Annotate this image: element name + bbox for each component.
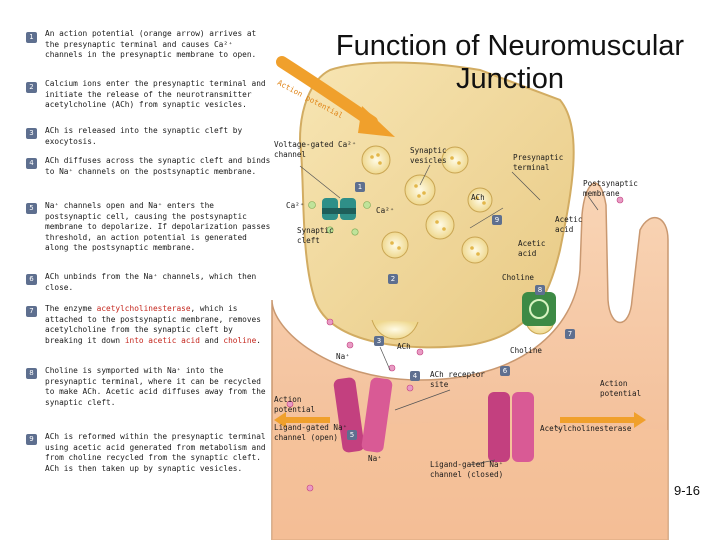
- diagram-badge-3: 3: [374, 336, 384, 346]
- step-number: 1: [26, 32, 37, 43]
- label-vg-ca-channel: Voltage-gated Ca²⁺ channel: [274, 140, 357, 159]
- diagram-badge-9: 9: [492, 215, 502, 225]
- diagram-badge-7: 7: [565, 329, 575, 339]
- step-number: 2: [26, 82, 37, 93]
- label-na-1: Na⁺: [336, 352, 350, 361]
- diagram-badge-1: 1: [355, 182, 365, 192]
- page-title: Function of Neuromuscular Junction: [335, 30, 685, 95]
- step-text: ACh diffuses across the synaptic cleft a…: [45, 156, 271, 176]
- label-action-potential-left: Action potential: [274, 395, 316, 414]
- step-number: 3: [26, 128, 37, 139]
- label-acetylcholinesterase: Acetylcholinesterase: [540, 424, 632, 433]
- step-number: 4: [26, 158, 37, 169]
- diagram-badge-8: 8: [535, 285, 545, 295]
- step-number: 8: [26, 368, 37, 379]
- label-ach-top: ACh: [471, 193, 485, 202]
- vg-ca-channel: [322, 198, 356, 220]
- step-text: ACh unbinds from the Na⁺ channels, which…: [45, 272, 257, 292]
- label-lg-channel-closed: Ligand-gated Na⁺ channel (closed): [430, 460, 504, 479]
- step-text: ACh is released into the synaptic cleft …: [45, 126, 243, 146]
- label-ca-left: Ca²⁺: [286, 201, 305, 210]
- diagram-badge-6: 6: [500, 366, 510, 376]
- step-text: An action potential (orange arrow) arriv…: [45, 29, 257, 60]
- ach-molecules: [286, 196, 624, 492]
- label-acetic-acid-2: Acetic acid: [518, 239, 546, 258]
- label-ach-receptor: ACh receptor site: [430, 370, 485, 389]
- ca-ions: [308, 201, 371, 236]
- diagram-badge-4: 4: [410, 371, 420, 381]
- step-7-text-part: The enzyme: [45, 304, 97, 313]
- exocytosis-vesicle: [371, 319, 419, 340]
- step-text: Choline is symported with Na⁺ into the p…: [45, 366, 266, 407]
- step-7-enzyme-name: acetylcholinesterase: [96, 304, 191, 313]
- diagram-badge-2: 2: [388, 274, 398, 284]
- label-choline-2: Choline: [510, 346, 543, 355]
- step-number: 6: [26, 274, 37, 285]
- step-7-acetic-acid: into acetic acid: [124, 335, 200, 345]
- label-presynaptic-terminal: Presynaptic terminal: [513, 153, 564, 172]
- step-list: 1 An action potential (orange arrow) arr…: [0, 0, 270, 540]
- step-7-text-part: , which is attached to the postsynaptic …: [45, 304, 261, 345]
- muscle-band: [272, 422, 668, 540]
- label-synaptic-cleft: Synaptic cleft: [297, 226, 334, 245]
- label-ca-right: Ca²⁺: [376, 206, 395, 215]
- choline-transporter: [522, 292, 556, 326]
- step-number: 7: [26, 306, 37, 317]
- label-action-potential-right: Action potential: [600, 379, 642, 398]
- step-text: ACh is reformed within the presynaptic t…: [45, 432, 266, 473]
- action-potential-arrowhead: [358, 106, 395, 137]
- label-lg-channel-open: Ligand-gated Na⁺ channel (open): [274, 423, 348, 442]
- step-number: 5: [26, 203, 37, 214]
- step-number: 9: [26, 434, 37, 445]
- lg-channel-closed: [488, 392, 534, 462]
- label-acetic-acid-1: Acetic acid: [555, 215, 583, 234]
- label-synaptic-vesicles: Synaptic vesicles: [410, 146, 447, 165]
- step-7-text-part: .: [256, 335, 261, 345]
- label-na-2: Na⁺: [368, 454, 382, 463]
- diagram-badge-5: 5: [347, 430, 357, 440]
- step-7-text-part: and: [199, 335, 224, 345]
- step-text: Na⁺ channels open and Na⁺ enters the pos…: [45, 201, 271, 253]
- label-ach-mid: ACh: [397, 342, 411, 351]
- step-7-choline: choline: [223, 335, 257, 345]
- step-text: The enzyme acetylcholinesterase, which i…: [45, 304, 273, 346]
- label-postsynaptic-membrane: Postsynaptic membrane: [583, 179, 638, 198]
- step-text: Calcium ions enter the presynaptic termi…: [45, 79, 266, 110]
- page-number: 9-16: [673, 483, 700, 498]
- label-choline-1: Choline: [502, 273, 535, 282]
